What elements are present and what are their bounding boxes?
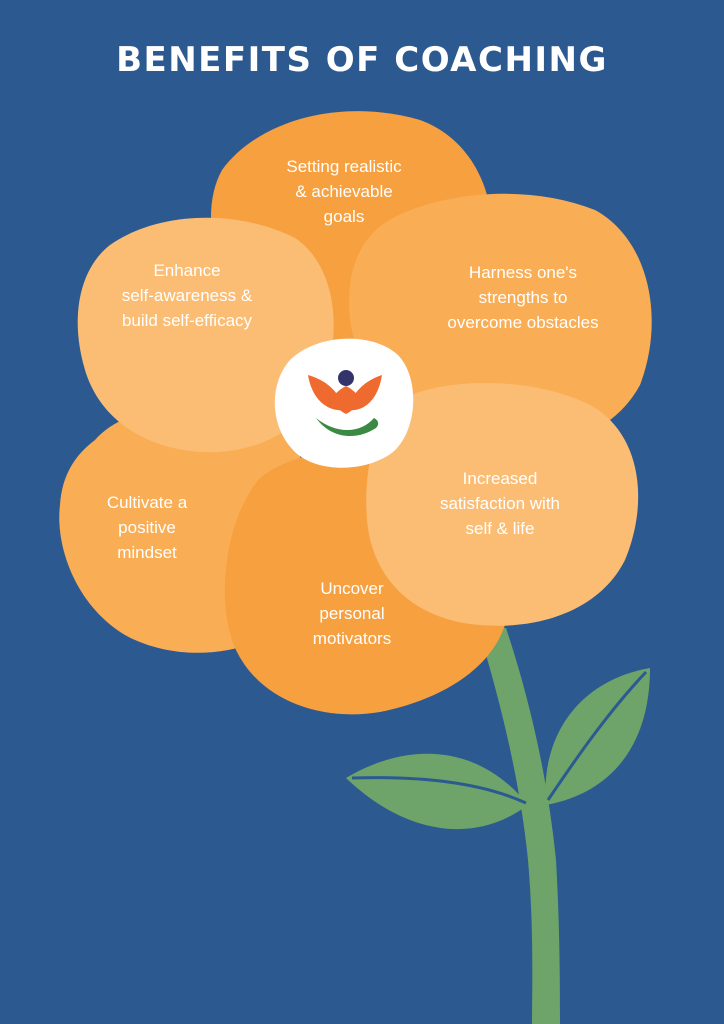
right-leaf bbox=[545, 668, 650, 805]
lotus-hand-logo-icon bbox=[308, 370, 382, 437]
petal-awareness bbox=[77, 217, 334, 453]
right-leaf-vein bbox=[546, 670, 648, 801]
petal-strengths bbox=[349, 193, 652, 446]
left-leaf-vein bbox=[351, 776, 527, 805]
petal-label-mindset: Cultivate a positive mindset bbox=[106, 493, 188, 562]
logo-center-petal bbox=[330, 386, 362, 414]
petal-satisfaction bbox=[366, 382, 639, 626]
petal-label-goals: Setting realistic & achievable goals bbox=[286, 157, 402, 226]
left-leaf bbox=[346, 753, 528, 830]
flower-stem bbox=[478, 628, 560, 1024]
logo-hand bbox=[316, 418, 379, 437]
petal-label-strengths: Harness one's strengths to overcome obst… bbox=[447, 263, 599, 332]
petal-label-awareness: Enhance self-awareness & build self-effi… bbox=[121, 261, 253, 330]
logo-head-dot bbox=[338, 370, 354, 386]
petal-label-motivators: Uncover personal motivators bbox=[312, 579, 392, 648]
petal-label-satisfaction: Increased satisfaction with self & life bbox=[440, 469, 560, 538]
page-title: BENEFITS OF COACHING bbox=[116, 40, 608, 80]
stem-and-leaves bbox=[346, 628, 650, 1024]
